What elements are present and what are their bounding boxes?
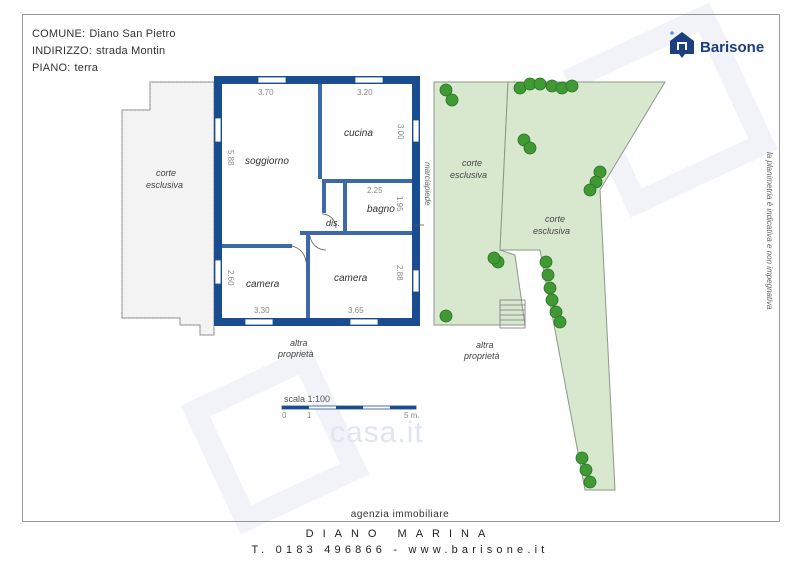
piano-value: terra xyxy=(74,62,99,74)
page-frame xyxy=(22,14,780,522)
garden-right xyxy=(499,81,666,491)
tree xyxy=(545,293,559,307)
dim-3-65: 3.65 xyxy=(348,306,364,315)
doors xyxy=(291,213,424,263)
scale-bar xyxy=(281,405,417,410)
dim-3-30: 3.30 xyxy=(254,306,270,315)
scale-tick-0: 0 xyxy=(282,411,287,420)
room-disimpegno: dis. xyxy=(326,218,341,228)
tree xyxy=(553,315,567,329)
tree xyxy=(487,251,501,265)
watermark-text: casa.it xyxy=(330,416,424,449)
comune-label: COMUNE: xyxy=(32,28,86,40)
dim-2-25: 2.25 xyxy=(367,186,383,195)
corte-mid-label-1: corte xyxy=(462,158,483,168)
corte-right-label-1: corte xyxy=(545,214,566,224)
tree xyxy=(439,83,453,97)
scale-tick-1: 1 xyxy=(307,411,312,420)
tree xyxy=(579,463,593,477)
tree xyxy=(439,309,453,323)
dim-5-88: 5.88 xyxy=(226,150,235,166)
altra-right-label-1: altra xyxy=(476,340,494,350)
piano-label: PIANO: xyxy=(32,62,71,74)
tree xyxy=(583,183,597,197)
tree xyxy=(541,268,555,282)
garden-stairs xyxy=(499,299,526,329)
corte-mid-label-2: esclusiva xyxy=(450,170,488,180)
footer-contact: T. 0183 496866 - www.barisone.it xyxy=(251,544,549,556)
comune-line: COMUNE:Diano San Pietro xyxy=(32,28,176,40)
footer-city: DIANO MARINA xyxy=(305,528,495,540)
marciapiede-label: marciapiede xyxy=(423,162,432,206)
corte-right-label-2: esclusiva xyxy=(533,226,571,236)
room-soggiorno: soggiorno xyxy=(245,156,289,167)
dim-3-20: 3.20 xyxy=(357,88,373,97)
room-cucina: cucina xyxy=(344,128,373,139)
dim-3-00: 3.00 xyxy=(396,124,405,140)
tree xyxy=(565,79,579,93)
house-walls xyxy=(214,76,420,326)
scale-label: scala 1:100 xyxy=(284,394,331,404)
room-bagno: bagno xyxy=(367,204,395,215)
indirizzo-label: INDIRIZZO: xyxy=(32,45,93,57)
room-camera-1: camera xyxy=(246,279,280,290)
scale-tick-5: 5 m. xyxy=(404,411,420,420)
indirizzo-line: INDIRIZZO:strada Montin xyxy=(32,45,165,57)
brand-name: Barisone xyxy=(700,38,765,56)
indirizzo-value: strada Montin xyxy=(96,45,166,57)
house-icon xyxy=(668,30,696,65)
piano-line: PIANO:terra xyxy=(32,62,98,74)
dim-3-70: 3.70 xyxy=(258,88,274,97)
altra-left-label-2: proprietà xyxy=(278,349,314,359)
tree xyxy=(575,451,589,465)
corte-left-label-2: esclusiva xyxy=(146,180,184,190)
dim-2-88: 2.88 xyxy=(395,265,404,281)
side-note: la planimetria è indicativa e non impegn… xyxy=(765,152,774,310)
dim-2-60: 2.60 xyxy=(226,270,235,286)
brand-logo: Barisone xyxy=(668,30,765,65)
corte-left-label-1: corte xyxy=(156,168,177,178)
windows xyxy=(214,76,420,326)
footer-agency: agenzia immobiliare xyxy=(0,509,800,520)
interior-walls xyxy=(222,84,412,318)
room-camera-2: camera xyxy=(334,273,368,284)
tree xyxy=(445,93,459,107)
tree xyxy=(583,475,597,489)
dim-1-95: 1.95 xyxy=(395,196,404,212)
comune-value: Diano San Pietro xyxy=(89,28,176,40)
tree-group xyxy=(439,77,607,489)
tree xyxy=(539,255,553,269)
tree xyxy=(523,141,537,155)
altra-right-label-2: proprietà xyxy=(464,351,500,361)
altra-left-label-1: altra xyxy=(290,338,308,348)
